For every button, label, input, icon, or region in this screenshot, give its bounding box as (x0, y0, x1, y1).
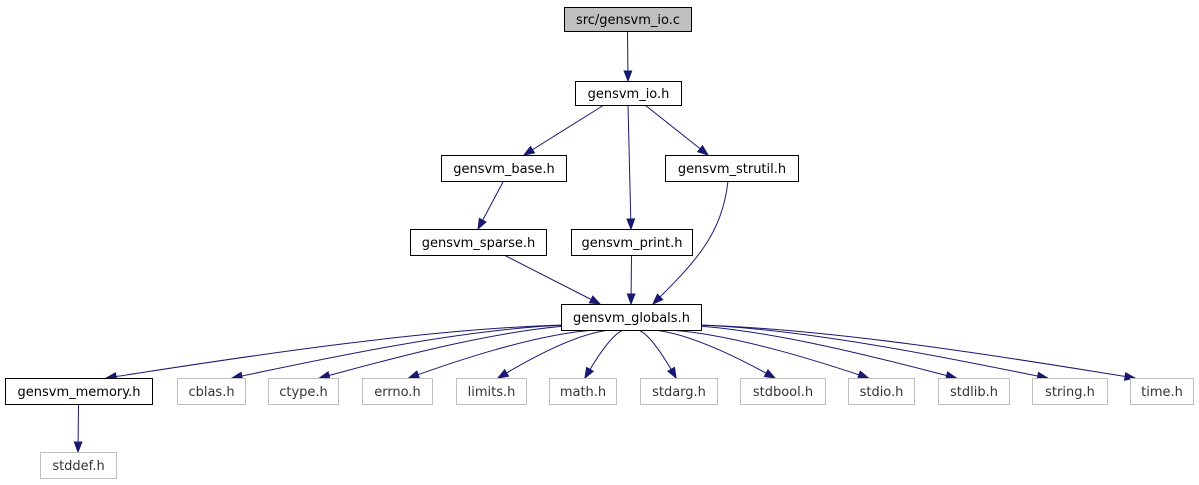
node-label: errno.h (374, 385, 421, 400)
node-box (561, 304, 702, 331)
arrowhead-gensvm_strutil_h (696, 144, 710, 156)
node-stdlib-h: stdlib.h (938, 378, 1010, 405)
edge-gensvm_globals_h-to-time_h (696, 324, 1136, 379)
arrowhead-gensvm_globals_h (652, 293, 664, 305)
node-math-h: math.h (549, 378, 617, 405)
arrowhead-gensvm_sparse_h (477, 217, 487, 231)
node-box (441, 155, 567, 182)
edge-gensvm_sparse_h-to-gensvm_globals_h (503, 254, 601, 305)
node-box (848, 378, 915, 405)
node-time-h: time.h (1130, 378, 1194, 405)
edge-gensvm_globals_h-to-stdio_h (668, 329, 869, 379)
arrowhead-stddef_h (73, 441, 83, 454)
node-box (1130, 378, 1194, 405)
arrowhead-math_h (584, 366, 595, 380)
arrowhead-gensvm_globals_h (626, 293, 636, 306)
node-src-gensvm-io-c[interactable]: src/gensvm_io.c (564, 7, 692, 32)
node-box (571, 229, 693, 256)
node-gensvm-sparse-h[interactable]: gensvm_sparse.h (410, 229, 547, 256)
node-label: src/gensvm_io.c (576, 13, 680, 28)
node-cblas-h: cblas.h (177, 378, 246, 405)
node-box (268, 378, 339, 405)
arrowhead-gensvm_base_h (522, 145, 536, 156)
arrowhead-stdbool_h (763, 368, 777, 379)
node-string-h: string.h (1032, 378, 1108, 405)
arrowhead-stdarg_h (666, 366, 677, 380)
edge-gensvm_globals_h-to-ctype_h (319, 324, 582, 379)
edge-gensvm_strutil_h-to-gensvm_globals_h (652, 180, 729, 305)
node-box (640, 378, 718, 405)
node-label: gensvm_sparse.h (422, 236, 536, 251)
node-gensvm-print-h[interactable]: gensvm_print.h (571, 229, 693, 256)
node-box (938, 378, 1010, 405)
node-label: gensvm_print.h (581, 236, 682, 251)
arrowhead-gensvm_io_h (623, 70, 633, 83)
edge-gensvm_globals_h-to-cblas_h (231, 324, 569, 379)
node-box (5, 378, 153, 405)
node-errno-h: errno.h (362, 378, 433, 405)
arrowhead-gensvm_print_h (626, 218, 636, 231)
node-label: gensvm_io.h (588, 87, 670, 102)
node-box (456, 378, 527, 405)
edge-gensvm_io_h-to-gensvm_base_h (523, 104, 605, 156)
node-stdarg-h: stdarg.h (640, 378, 718, 405)
node-label: string.h (1045, 385, 1095, 400)
node-ctype-h: ctype.h (268, 378, 339, 405)
edge-gensvm_io_h-to-gensvm_strutil_h (644, 104, 709, 156)
node-gensvm-memory-h[interactable]: gensvm_memory.h (5, 378, 153, 405)
edge-gensvm_io_h-to-gensvm_print_h (627, 104, 632, 230)
edge-gensvm_globals_h-to-errno_h (408, 329, 596, 379)
arrowhead-limits_h (496, 368, 510, 379)
node-label: gensvm_globals.h (573, 311, 690, 326)
node-label: gensvm_memory.h (18, 385, 141, 400)
edges-layer (73, 30, 1137, 454)
node-box (549, 378, 617, 405)
node-stdbool-h: stdbool.h (740, 378, 826, 405)
node-label: stddef.h (52, 459, 104, 474)
node-stdio-h: stdio.h (848, 378, 915, 405)
node-gensvm-base-h[interactable]: gensvm_base.h (441, 155, 567, 182)
node-box (177, 378, 246, 405)
node-box (665, 155, 799, 182)
edge-gensvm_globals_h-to-stdlib_h (682, 324, 957, 379)
node-stddef-h: stddef.h (40, 452, 117, 479)
edge-gensvm_globals_h-to-gensvm_memory_h (106, 324, 566, 379)
node-label: cblas.h (188, 385, 234, 400)
node-box (740, 378, 826, 405)
node-label: time.h (1141, 385, 1183, 400)
node-label: stdlib.h (950, 385, 998, 400)
node-box (410, 229, 547, 256)
node-label: math.h (560, 385, 606, 400)
node-gensvm-strutil-h[interactable]: gensvm_strutil.h (665, 155, 799, 182)
node-box (1032, 378, 1108, 405)
arrowhead-errno_h (407, 370, 421, 379)
node-label: stdio.h (860, 385, 904, 400)
arrowhead-gensvm_globals_h (588, 295, 602, 305)
node-label: limits.h (468, 385, 516, 400)
node-label: ctype.h (279, 385, 328, 400)
node-gensvm-io-h[interactable]: gensvm_io.h (575, 81, 682, 106)
edge-gensvm_globals_h-to-string_h (696, 324, 1048, 379)
arrowhead-stdio_h (857, 370, 870, 379)
node-box (575, 81, 682, 106)
node-box (564, 7, 692, 32)
node-label: gensvm_strutil.h (678, 162, 786, 177)
node-label: gensvm_base.h (453, 162, 554, 177)
node-box (362, 378, 433, 405)
node-label: stdarg.h (652, 385, 706, 400)
node-label: stdbool.h (753, 385, 813, 400)
node-box (40, 452, 117, 479)
node-limits-h: limits.h (456, 378, 527, 405)
node-gensvm-globals-h[interactable]: gensvm_globals.h (561, 304, 702, 331)
